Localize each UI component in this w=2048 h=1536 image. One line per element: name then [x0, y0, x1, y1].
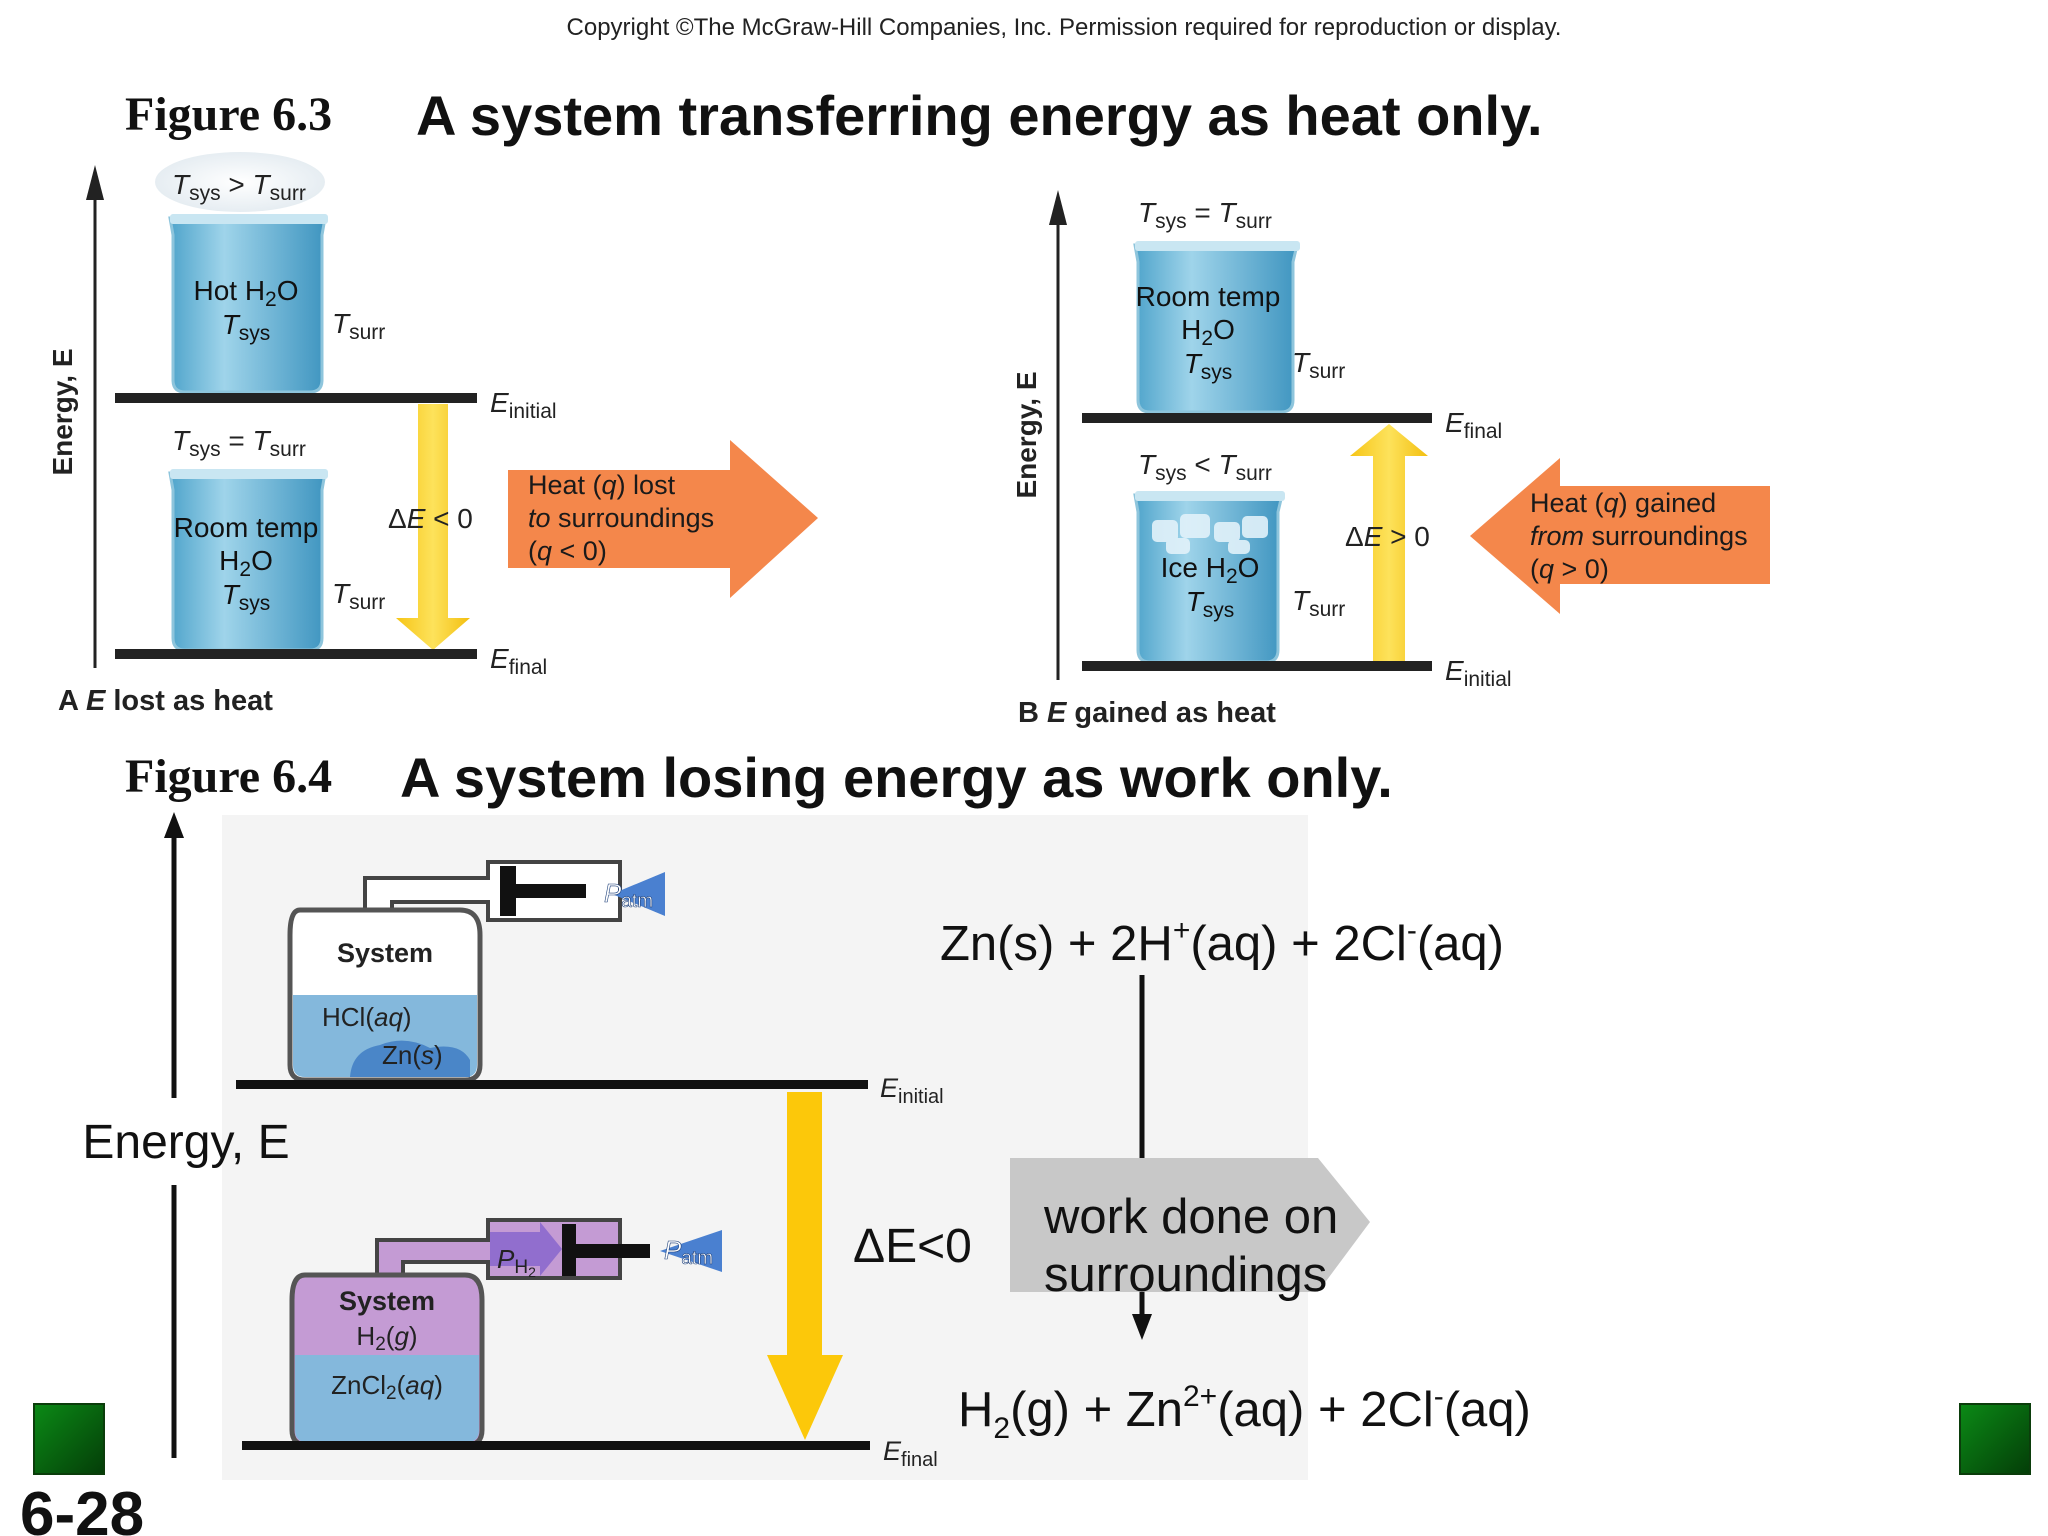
- svg-text:Room temp: Room temp: [1136, 281, 1281, 312]
- delta-e-up-arrow: [1350, 424, 1428, 662]
- tsurr-label: Tsurr: [1292, 347, 1345, 383]
- svg-text:(q > 0): (q > 0): [1530, 554, 1609, 584]
- e-final-label: Efinal: [490, 643, 547, 679]
- svg-text:Patm: Patm: [604, 878, 653, 912]
- delta-e-down-arrow: [396, 404, 470, 650]
- figure-6-3-title: A system transferring energy as heat onl…: [416, 84, 1543, 147]
- svg-text:Tsys: Tsys: [222, 309, 271, 345]
- svg-text:work done on: work done on: [1043, 1190, 1338, 1244]
- heat-lost-arrow: Heat (q) lost to surroundings (q < 0): [508, 440, 818, 598]
- delta-e-label: ΔE<0: [853, 1220, 972, 1273]
- svg-text:Heat (q) lost: Heat (q) lost: [528, 470, 676, 500]
- svg-text:to surroundings: to surroundings: [528, 503, 714, 533]
- svg-text:H2O: H2O: [219, 545, 273, 581]
- svg-text:Tsys: Tsys: [1184, 348, 1233, 384]
- svg-text:Zn(s): Zn(s): [382, 1040, 443, 1070]
- energy-level-final: [115, 649, 477, 659]
- steam-cloud: [155, 152, 325, 212]
- beaker-ice-water: Ice H2O Tsys: [1133, 491, 1285, 664]
- relation-tsys-eq-tsurr: Tsys = Tsurr: [172, 425, 306, 461]
- tsurr-label: Tsurr: [332, 308, 385, 344]
- energy-level-final: [242, 1441, 870, 1450]
- svg-text:ZnCl2(aq): ZnCl2(aq): [331, 1370, 443, 1404]
- energy-level-final: [1082, 413, 1432, 423]
- e-final-label: Efinal: [883, 1436, 938, 1471]
- svg-text:(q < 0): (q < 0): [528, 536, 607, 566]
- panel-b-caption: B E gained as heat: [1018, 697, 1276, 729]
- patm-arrow-bottom: Patm: [660, 1230, 722, 1272]
- e-initial-label: Einitial: [1445, 655, 1512, 691]
- patm-arrow-top: Patm: [604, 872, 665, 916]
- svg-text:H2(g): H2(g): [356, 1321, 417, 1355]
- slide-number: 6-28: [20, 1480, 144, 1536]
- flask-hcl-zn: System HCl(aq) Zn(s): [287, 860, 622, 1083]
- reaction-arrow-head: [1132, 1314, 1152, 1340]
- copyright-notice: Copyright ©The McGraw-Hill Companies, In…: [567, 14, 1562, 41]
- svg-text:Hot H2O: Hot H2O: [193, 275, 298, 311]
- heat-gained-arrow: Heat (q) gained from surroundings (q > 0…: [1470, 458, 1770, 614]
- svg-text:Tsys: Tsys: [1186, 586, 1235, 622]
- panel-b: Energy, E Tsys = Tsurr Room temp H2O Tsy…: [1011, 190, 1770, 729]
- delta-e-down-arrow: [767, 1092, 843, 1440]
- svg-text:PH2: PH2: [497, 1244, 536, 1280]
- figure-6-3-label: Figure 6.3: [125, 88, 332, 141]
- e-initial-label: Einitial: [880, 1073, 944, 1108]
- figure-6-4-label: Figure 6.4: [125, 750, 332, 803]
- relation-tsys-lt-tsurr: Tsys < Tsurr: [1138, 449, 1272, 485]
- svg-text:surroundings: surroundings: [1044, 1248, 1327, 1302]
- svg-text:from surroundings: from surroundings: [1530, 521, 1748, 551]
- panel-a: Energy, E Tsys > Tsurr Hot H2O Tsys Tsur…: [47, 152, 818, 717]
- tsurr-label: Tsurr: [332, 578, 385, 614]
- energy-axis-label-a: Energy, E: [47, 348, 78, 475]
- svg-text:H2O: H2O: [1181, 314, 1235, 350]
- svg-text:System: System: [337, 938, 433, 968]
- tsurr-label: Tsurr: [1292, 585, 1345, 621]
- svg-text:Tsys: Tsys: [222, 579, 271, 615]
- beaker-room-temp-water: Room temp H2O Tsys: [168, 469, 328, 652]
- nav-square-right[interactable]: [1959, 1403, 2031, 1475]
- beaker-room-temp-water: Room temp H2O Tsys: [1133, 241, 1300, 414]
- e-final-label: Efinal: [1445, 407, 1502, 443]
- products-equation: H2(g) + Zn2+(aq) + 2Cl-(aq): [958, 1380, 1531, 1445]
- reactants-equation: Zn(s) + 2H+(aq) + 2Cl-(aq): [940, 914, 1504, 971]
- nav-square-left[interactable]: [33, 1403, 105, 1475]
- svg-text:System: System: [339, 1286, 435, 1316]
- ice-cubes-icon: [1152, 514, 1268, 554]
- energy-axis-6-4: Energy, E: [82, 812, 290, 1458]
- delta-e-label: ΔE > 0: [1345, 521, 1430, 552]
- e-initial-label: Einitial: [490, 387, 557, 423]
- flask-h2-zncl2: PH2 System H2(g) ZnCl2(aq): [289, 1218, 650, 1448]
- svg-text:Room temp: Room temp: [174, 512, 319, 543]
- energy-level-initial: [1082, 661, 1432, 671]
- beaker-hot-water: Hot H2O Tsys: [168, 214, 328, 394]
- svg-text:Ice H2O: Ice H2O: [1161, 552, 1260, 588]
- figure-6-4-title: A system losing energy as work only.: [400, 746, 1393, 809]
- delta-e-label: ΔE < 0: [388, 503, 473, 534]
- work-done-arrow: work done on surroundings: [1010, 1158, 1370, 1302]
- energy-level-initial: [115, 393, 477, 403]
- svg-text:HCl(aq): HCl(aq): [322, 1002, 412, 1032]
- svg-text:Patm: Patm: [664, 1235, 713, 1269]
- svg-text:Heat (q) gained: Heat (q) gained: [1530, 488, 1716, 518]
- relation-tsys-eq-tsurr: Tsys = Tsurr: [1138, 197, 1272, 233]
- energy-axis-label: Energy, E: [82, 1116, 289, 1169]
- relation-tsys-gt-tsurr: Tsys > Tsurr: [172, 169, 306, 205]
- panel-a-caption: A E lost as heat: [58, 685, 273, 717]
- energy-level-initial: [236, 1080, 868, 1089]
- energy-axis-label-b: Energy, E: [1011, 371, 1042, 498]
